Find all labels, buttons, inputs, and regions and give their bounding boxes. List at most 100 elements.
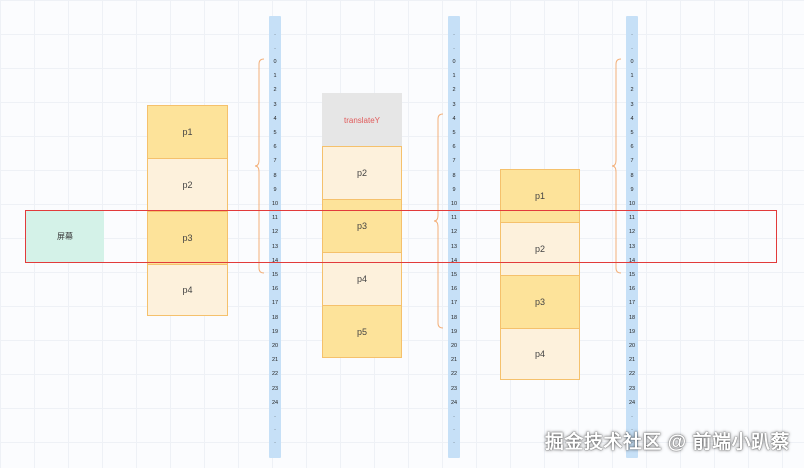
ruler-tick: 15 [628, 272, 636, 278]
ruler-tick: 17 [271, 300, 279, 307]
ruler-tick: 1 [273, 73, 277, 80]
ruler-tick: 11 [451, 215, 457, 222]
ruler-tick: 24 [450, 399, 458, 406]
ruler-tick: 7 [452, 158, 456, 165]
ruler-tick: 14 [271, 257, 279, 264]
ruler-tick: 24 [271, 399, 279, 406]
col2-box-p2: p2 [322, 146, 402, 200]
ruler-tick: 6 [273, 144, 277, 151]
ruler-tick: 12 [450, 229, 458, 236]
ruler-tick: 21 [450, 357, 458, 364]
ruler-tick: . [631, 425, 633, 432]
ruler-tick: 23 [450, 385, 458, 392]
ruler-tick: 3 [630, 101, 634, 108]
ruler-tick: 2 [273, 87, 277, 94]
ruler-tick: . [274, 412, 276, 419]
ruler-tick: . [631, 438, 633, 445]
ruler-tick: 7 [630, 158, 634, 165]
watermark: 掘金技术社区 @ 前端小趴蔡 [544, 432, 790, 453]
ruler-tick: 16 [450, 286, 458, 293]
ruler-tick: 4 [452, 115, 456, 122]
ruler-tick: 20 [450, 343, 458, 349]
brace-right [611, 58, 622, 274]
col3-box-p2: p2 [500, 222, 580, 276]
ruler-tick: 16 [628, 286, 636, 293]
ruler-tick: 21 [628, 357, 636, 364]
ruler-tick: 13 [450, 243, 458, 250]
screen-label: 屏幕 [26, 211, 104, 262]
ruler-tick: 10 [271, 201, 279, 207]
ruler-tick: 22 [450, 371, 458, 378]
ruler-tick: . [274, 30, 276, 37]
ruler-tick: . [274, 425, 276, 432]
ruler-tick: 14 [450, 257, 458, 264]
ruler-tick: 4 [630, 115, 634, 122]
ruler-tick: 8 [452, 172, 456, 179]
ruler-tick: 9 [452, 186, 456, 193]
ruler-tick: . [453, 412, 455, 419]
ruler-tick: 23 [628, 385, 636, 392]
ruler-tick: 3 [273, 101, 277, 108]
ruler-tick: 21 [271, 357, 279, 364]
ruler-tick: 11 [629, 215, 635, 222]
col1-box-p3: p3 [147, 211, 228, 265]
ruler-tick: 5 [273, 130, 277, 136]
ruler-tick: 22 [271, 371, 279, 378]
ruler-tick: 0 [273, 59, 277, 65]
ruler-tick: 9 [630, 186, 634, 193]
ruler-tick: 22 [628, 371, 636, 378]
ruler-tick: 23 [271, 385, 279, 392]
ruler-tick: 6 [630, 144, 634, 151]
ruler-tick: 17 [450, 300, 458, 307]
col1-box-p1: p1 [147, 105, 228, 159]
ruler-tick: 19 [628, 328, 636, 335]
ruler-tick: . [274, 44, 276, 51]
ruler-tick: . [274, 438, 276, 445]
ruler-tick: 8 [273, 172, 277, 179]
ruler-tick: 8 [630, 172, 634, 179]
ruler-tick: . [453, 44, 455, 51]
ruler-tick: 0 [452, 59, 456, 65]
col2-box-p4: p4 [322, 252, 402, 306]
ruler-tick: 6 [452, 144, 456, 151]
ruler-tick: . [631, 44, 633, 51]
ruler-tick: 1 [452, 73, 456, 80]
ruler-tick: . [631, 30, 633, 37]
col1-box-p4: p4 [147, 264, 228, 316]
ruler-tick: 24 [628, 399, 636, 406]
ruler-tick: 5 [630, 130, 634, 136]
screen-frame [25, 210, 777, 263]
ruler-tick: 10 [450, 201, 458, 207]
ruler-tick: 12 [628, 229, 636, 236]
ruler-tick: 0 [630, 59, 634, 65]
ruler-tick: 14 [628, 257, 636, 264]
ruler-tick: 7 [273, 158, 277, 165]
ruler-tick: . [631, 412, 633, 419]
ruler-tick: 12 [271, 229, 279, 236]
col3-box-p1: p1 [500, 169, 580, 223]
ruler-tick: 18 [450, 314, 458, 321]
col2-box-p5: p5 [322, 305, 402, 358]
ruler-tick: . [453, 438, 455, 445]
ruler-tick: 10 [628, 201, 636, 207]
ruler-tick: 11 [272, 215, 278, 222]
ruler-tick: 15 [450, 272, 458, 278]
brace-left [254, 58, 265, 274]
ruler-tick: 20 [271, 343, 279, 349]
ruler-tick: 18 [628, 314, 636, 321]
ruler-tick: 13 [628, 243, 636, 250]
col1-box-p2: p2 [147, 158, 228, 212]
ruler-tick: 13 [271, 243, 279, 250]
ruler-tick: 17 [628, 300, 636, 307]
ruler-tick: 15 [271, 272, 279, 278]
ruler-tick: 20 [628, 343, 636, 349]
col2-box-p3: p3 [322, 199, 402, 253]
ruler-tick: . [453, 30, 455, 37]
ruler-tick: 19 [450, 328, 458, 335]
ruler-tick: 3 [452, 101, 456, 108]
col3-box-p4: p4 [500, 328, 580, 380]
ruler-tick: 9 [273, 186, 277, 193]
